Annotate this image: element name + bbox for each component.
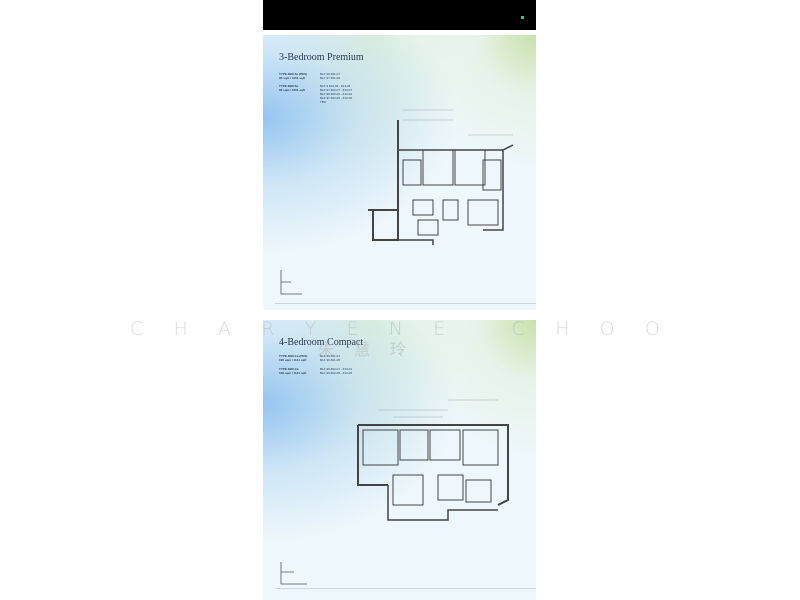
brochure-page-3br-premium: 3-Bedroom Premium TYPE 3BR-Sc (PES)93 sq… <box>263 35 536 310</box>
viewer-toolbar <box>263 0 536 30</box>
floor-plan <box>357 399 509 521</box>
page-title: 3-Bedroom Premium <box>279 52 364 63</box>
page-title: 4-Bedroom Compact <box>279 337 364 348</box>
key-plan <box>280 562 307 585</box>
brochure-page-4br-compact: 4-Bedroom Compact TYPE 4BR-Ca (PES)106 s… <box>263 320 536 600</box>
unit-type: TYPE 3BR-Sc (PES)93 sqm / 1001 sqft <box>279 72 308 80</box>
footer-disclaimer <box>275 588 536 589</box>
key-plan <box>280 270 302 295</box>
floor-plan <box>368 109 514 245</box>
status-indicator-icon <box>521 16 524 19</box>
footer-disclaimer <box>275 303 536 304</box>
unit-type: TYPE 4BR-Ca (PES)106 sqm / 1141 sqft <box>279 354 308 362</box>
